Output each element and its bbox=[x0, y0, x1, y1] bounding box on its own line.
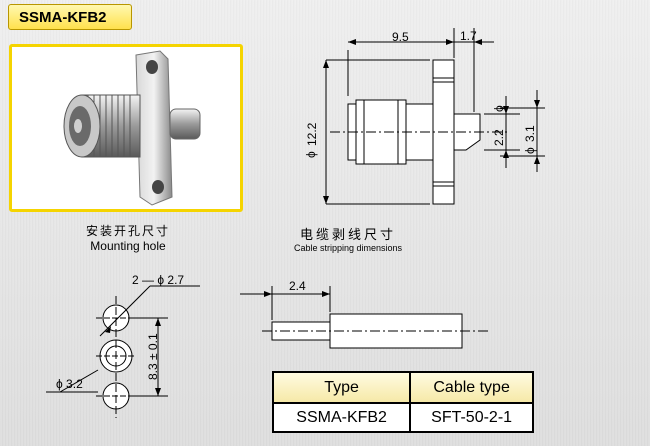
table-header-type: Type bbox=[271, 371, 412, 404]
dim-shell-phi: ϕ bbox=[523, 147, 537, 154]
table-cell-cable: SFT-50-2-1 bbox=[409, 402, 534, 433]
hole-pattern-drawing bbox=[46, 285, 200, 418]
dim-phi-symbol: ϕ bbox=[304, 151, 318, 158]
dim-center-hole: ϕ 3.2 bbox=[56, 377, 83, 391]
cable-stripping-drawing bbox=[240, 286, 490, 349]
product-photo bbox=[9, 44, 243, 212]
mounting-caption-en: Mounting hole bbox=[90, 239, 166, 253]
dim-body-dia: 12.2 bbox=[305, 122, 319, 146]
stripping-caption: 电缆剥线尺寸 Cable stripping dimensions bbox=[268, 224, 428, 253]
dim-pin-dia: 2.2 bbox=[492, 129, 506, 146]
connector-illustration bbox=[63, 50, 201, 206]
table-cell-type: SSMA-KFB2 bbox=[271, 402, 412, 433]
mounting-caption: 安装开孔尺寸 Mounting hole bbox=[48, 222, 208, 253]
stripping-caption-cn: 电缆剥线尺寸 bbox=[299, 228, 396, 243]
dim-shell-dia: 3.1 bbox=[523, 125, 537, 142]
dim-pin-phi: ϕ bbox=[492, 105, 506, 112]
mounting-caption-cn: 安装开孔尺寸 bbox=[85, 224, 170, 238]
dim-length: 9.5 bbox=[392, 30, 409, 44]
stripping-caption-en: Cable stripping dimensions bbox=[293, 243, 403, 253]
side-view-drawing bbox=[325, 28, 545, 205]
product-title: SSMA-KFB2 bbox=[8, 4, 132, 30]
table-header-row: Type Cable type bbox=[271, 371, 534, 404]
dim-strip-length: 2.4 bbox=[289, 279, 306, 293]
table-header-cable: Cable type bbox=[409, 371, 534, 404]
table-row: SSMA-KFB2 SFT-50-2-1 bbox=[271, 402, 534, 433]
dim-flange: 1.7 bbox=[460, 29, 477, 43]
dim-hole-spacing: 8.3 ± 0.1 bbox=[146, 333, 160, 380]
spec-table: Type Cable type SSMA-KFB2 SFT-50-2-1 bbox=[271, 371, 534, 433]
dim-hole-count: 2 — ϕ 2.7 bbox=[132, 273, 185, 287]
